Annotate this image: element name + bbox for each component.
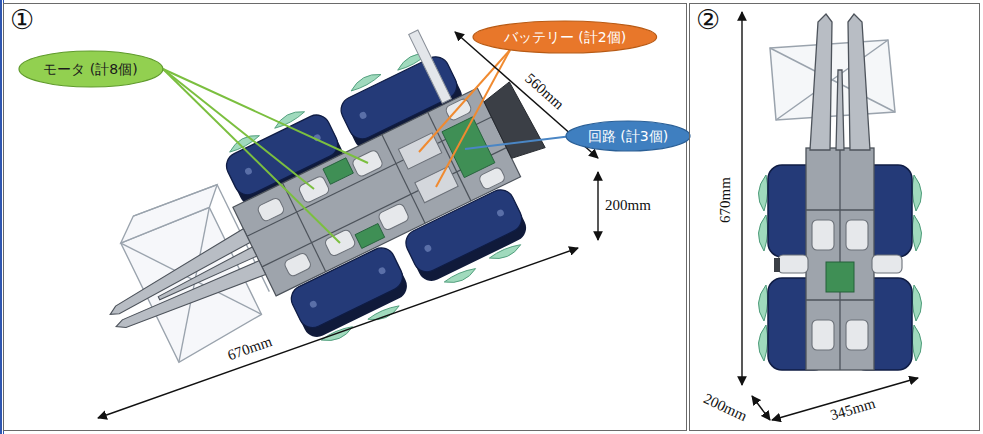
battery-leader	[419, 50, 510, 187]
motor-leader	[163, 69, 368, 243]
gripper-arm	[810, 14, 870, 150]
motor	[283, 252, 312, 278]
wheel-fin	[912, 175, 921, 211]
motor	[846, 220, 868, 250]
chassis-frame	[233, 88, 521, 296]
motor	[256, 197, 285, 223]
callout-text: モータ (計8個)	[43, 61, 137, 78]
circuit-board	[355, 224, 385, 249]
dimension-label: 200mm	[603, 198, 653, 214]
wireframe-box	[133, 177, 217, 224]
dimension-label: 200mm	[699, 390, 751, 425]
wheel-fin	[226, 48, 523, 347]
wheel-fin	[444, 266, 478, 288]
motor-leader	[163, 69, 340, 243]
page-edge	[0, 0, 2, 434]
panel-number: ①	[10, 4, 34, 36]
dimension-label: 560mm	[520, 70, 568, 115]
wheel-fin	[489, 242, 523, 264]
gripper-arm	[115, 255, 266, 344]
dimension-label: 345mm	[827, 396, 879, 425]
motor-leader	[163, 69, 368, 163]
callout-text: 回路 (計3個)	[588, 128, 668, 145]
chassis-frame	[839, 148, 840, 370]
rear-post	[409, 30, 452, 103]
callout-ellipse	[473, 21, 657, 53]
callout-ellipse	[566, 121, 690, 151]
circuit-board	[826, 262, 854, 292]
gripper-arm	[836, 70, 844, 150]
motor	[377, 202, 410, 231]
wheel-fin	[758, 215, 767, 251]
motor	[872, 255, 902, 273]
rear-post	[409, 30, 452, 103]
motor	[812, 220, 834, 250]
motor	[478, 166, 506, 190]
motor-leader	[163, 69, 314, 189]
circuit-leader	[465, 136, 572, 149]
callout-ellipse	[19, 51, 163, 87]
dimension-arrow	[741, 12, 742, 385]
figure-panel: モータ (計8個) バッテリー (計2個) 回路 (計3個) ①	[3, 3, 687, 431]
circuit-board	[323, 100, 503, 248]
circuit-board	[826, 262, 854, 292]
motor	[846, 320, 868, 350]
side-block	[774, 258, 780, 272]
dimension-label: 670mm	[718, 175, 734, 225]
motor	[778, 220, 902, 350]
wheel-fin	[367, 303, 401, 325]
chassis-frame	[233, 88, 521, 296]
circuit-board	[323, 158, 353, 184]
dimension-arrow	[742, 12, 918, 420]
circuit-leader	[465, 136, 572, 149]
gripper-arm	[848, 14, 870, 150]
bolt	[496, 208, 505, 217]
motor	[778, 255, 808, 273]
bolt	[309, 300, 318, 309]
wireframe-box	[770, 40, 895, 120]
wheel-plate	[222, 52, 526, 332]
dimension-arrow	[98, 248, 578, 418]
dimension-arrow	[752, 396, 770, 420]
dimension-arrow	[98, 32, 598, 418]
chassis-frame	[806, 148, 874, 370]
dimension-label: 670mm	[224, 333, 276, 364]
wheel-fin	[758, 175, 767, 211]
motor	[812, 320, 834, 350]
motor-callout: モータ (計8個)	[18, 50, 164, 88]
wheel-fin	[912, 325, 921, 361]
gripper-arm	[810, 14, 832, 150]
wheel-fin	[912, 215, 921, 251]
wireframe-box	[770, 40, 895, 120]
callout-text: バッテリー (計2個)	[504, 29, 626, 46]
side-block	[774, 258, 780, 272]
bolt	[377, 266, 386, 275]
gripper-arm	[157, 247, 257, 303]
chassis-frame	[806, 148, 874, 370]
wheel-fin	[758, 285, 767, 321]
battery-callout: バッテリー (計2個)	[472, 20, 658, 54]
wheel-fin	[912, 285, 921, 321]
circuit-callout: 回路 (計3個)	[565, 120, 691, 152]
battery-leader	[419, 50, 510, 152]
bolt	[359, 111, 368, 120]
dimension-arrow	[597, 172, 598, 240]
bolt	[423, 244, 432, 253]
battery	[398, 133, 458, 203]
wheel-fin	[321, 324, 355, 346]
wheel-fin	[758, 325, 767, 361]
bolt	[244, 167, 253, 176]
panel-number: ②	[696, 4, 720, 36]
robot-top-view	[758, 14, 921, 370]
gripper-arm	[102, 229, 266, 344]
